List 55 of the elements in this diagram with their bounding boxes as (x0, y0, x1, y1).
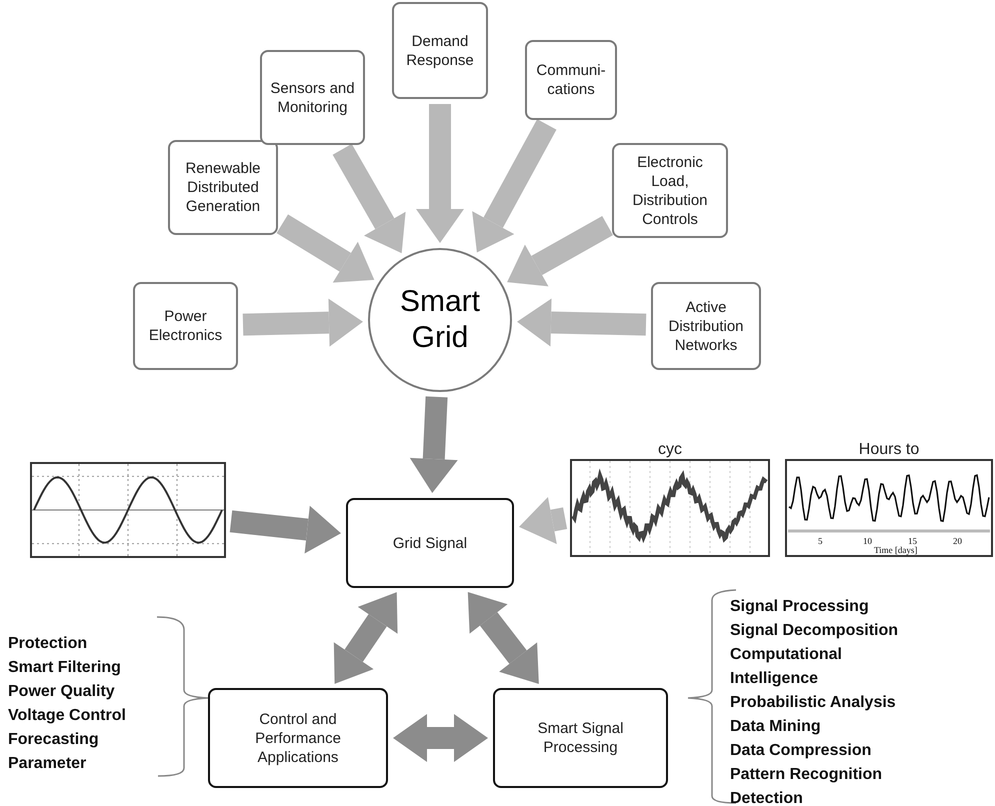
process-box (208, 688, 388, 788)
process-box (133, 282, 238, 370)
block-arrow (517, 298, 646, 346)
node-label: Grid Signal (392, 534, 468, 552)
axis-tick-label: 5 (818, 536, 822, 546)
list-item: Power Quality (8, 682, 116, 702)
process-box (612, 143, 728, 238)
process-box (493, 688, 668, 788)
process-box (260, 50, 365, 145)
list-item: Forecasting (8, 730, 100, 750)
node-label: Power Electronics (148, 307, 224, 345)
node-label: Renewable Distributed Generation (184, 159, 262, 216)
list-item: Data Compression (730, 741, 872, 761)
list-item: Signal Processing (730, 597, 870, 617)
node-label: Demand Response (405, 32, 475, 70)
node-label: Active Distribution Networks (667, 298, 745, 354)
block-arrow (334, 592, 398, 684)
axis-tick-label: 20 (953, 536, 962, 546)
block-arrow (468, 592, 539, 684)
block-arrow (472, 119, 556, 252)
node-label: Smart Signal Processing (536, 719, 624, 757)
list-item: Parameter (8, 754, 88, 774)
node-label: Sensors and Monitoring (269, 78, 356, 116)
list-item: Voltage Control (8, 706, 127, 726)
chart-title: Hours to (858, 441, 920, 459)
block-arrow (230, 506, 341, 554)
block-arrow (416, 104, 464, 243)
node-label: Control and Performance Applications (254, 710, 342, 766)
block-arrow (276, 214, 374, 283)
list-item: Probabilistic Analysis (730, 693, 897, 713)
block-arrow (393, 714, 488, 762)
axis-tick-label: 10 (863, 536, 872, 546)
list-item: Data Mining (730, 717, 822, 737)
process-box (525, 40, 617, 120)
node-label: Electronic Load, Distribution Controls (631, 152, 709, 228)
process-box (168, 140, 278, 235)
block-arrow (332, 144, 406, 254)
list-item: Detection (730, 789, 804, 806)
list-item: Pattern Recognition (730, 765, 884, 785)
process-box (651, 282, 761, 370)
process-box (346, 498, 514, 588)
list-item: Signal Decomposition (730, 621, 900, 641)
list-item: Computational Intelligence (730, 645, 843, 689)
block-arrow (410, 396, 458, 493)
process-box (392, 2, 488, 99)
axis-tick-label: 15 (908, 536, 917, 546)
block-arrow (519, 497, 568, 544)
list-item: Smart Filtering (8, 658, 122, 678)
node-label: Communi- cations (535, 61, 607, 99)
chart-title: cyc (657, 441, 683, 459)
block-arrow (507, 216, 613, 286)
axis-title: Time [days] (874, 545, 918, 555)
list-item: Protection (8, 634, 88, 654)
node-label: Smart Grid (398, 284, 481, 356)
block-arrow (242, 298, 363, 347)
